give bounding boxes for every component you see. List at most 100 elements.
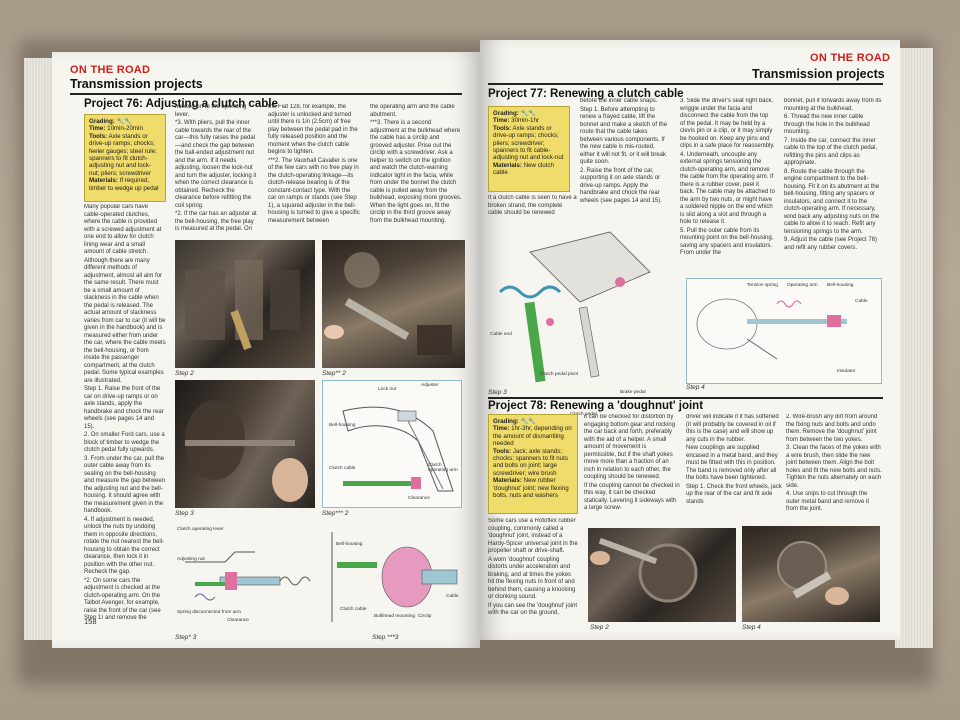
spanner-icons: 🔧🔧: [520, 110, 536, 117]
section-tag: ON THE ROAD: [810, 52, 891, 64]
p78-column-2: it can be checked for distortion by enga…: [584, 414, 680, 524]
label-clearance-2: Clearance: [227, 618, 249, 623]
label-clearance: Clearance: [408, 496, 430, 501]
project-76-title: Project 76: Adjusting a clutch cable: [84, 98, 278, 110]
caption-step3: Step 3: [175, 510, 194, 517]
p78-column-1: Some cars use a Rotoflex rubber coupling…: [488, 518, 578, 628]
tools-label: Tools:: [493, 124, 512, 132]
paragraph: the Fiat 128, for example, the adjuster …: [268, 104, 358, 155]
label-adjusting-nut: Adjusting nut: [177, 557, 205, 562]
label-circlip: Circlip: [418, 614, 432, 619]
tools-value: Axle stands or drive-up ramps; chocks; p…: [493, 124, 564, 162]
time-value: 1hr-3hr, depending on the amount of dism…: [493, 425, 572, 448]
paragraph: 3. Slide the driver's seat right back, w…: [680, 98, 775, 149]
paragraph: before the inner cable snaps.: [580, 98, 658, 104]
paragraph: ***3. There is a second adjustment at th…: [370, 120, 462, 224]
paragraph: *2. If the car has an adjuster at the be…: [175, 211, 257, 232]
materials-label: Materials:: [493, 477, 522, 485]
diagram-clutch-adjuster: Lock nut Adjuster Bell-housing Clutch ca…: [322, 380, 462, 508]
photo-step2-doughnut-joint: [588, 528, 736, 622]
paragraph: the operating arm and the cable abutment…: [370, 104, 455, 118]
label-clutch-cable-2: Clutch cable: [340, 607, 367, 612]
label-bulkhead-mounting: Bulkhead mounting: [374, 614, 416, 619]
caption-step4: Step 4: [686, 384, 705, 391]
label-bell-housing: Bell-housing: [329, 423, 356, 428]
time-label: Time:: [493, 425, 510, 433]
paragraph: 3. Clean the faces of the yokes with a w…: [786, 445, 882, 489]
paragraph: 5. Pull the outer cable from its mountin…: [680, 227, 774, 257]
paragraph: 2. On smaller Ford cars, use a block of …: [84, 432, 165, 453]
diagram-bulkhead-circlip: Bell-housing Clutch cable Bulkhead mount…: [322, 522, 462, 632]
caption-step3b: Step* 3: [175, 634, 197, 641]
paragraph: hooked on to the operating lever.: [175, 104, 247, 118]
paragraph: *2. On some cars the adjustment is check…: [84, 577, 161, 620]
section-title: Transmission projects: [70, 77, 203, 91]
p77-column-3: 3. Slide the driver's seat right back, w…: [680, 98, 775, 323]
materials-value: New rubber 'doughnut' joint; new flexing…: [493, 477, 569, 500]
spanner-icons: 🔧🔧: [520, 418, 536, 425]
materials-label: Materials:: [89, 177, 118, 185]
paragraph: driver will indicate if it has softened …: [686, 414, 779, 443]
paragraph: Many popular cars have cable-operated cl…: [84, 204, 162, 255]
paragraph: 4. Use snips to cut through the outer me…: [786, 491, 870, 512]
label-cable: Cable: [446, 594, 459, 599]
caption-step4-p78: Step 4: [742, 624, 761, 631]
tools-label: Tools:: [493, 447, 512, 455]
label-operating-arm: Operating arm: [787, 283, 818, 288]
label-clutch-operating-lever: Clutch operating lever: [177, 527, 224, 532]
paragraph: 2. Raise the front of the car, supportin…: [580, 167, 663, 204]
project-78-title: Project 78: Renewing a 'doughnut' joint: [488, 400, 704, 412]
paragraph: Step 1. Raise the front of the car on dr…: [84, 386, 164, 430]
paragraph: New couplings are supplied encased in a …: [686, 445, 778, 481]
grade-box-78: Grading: 🔧🔧 Time: 1hr-3hr, depending on …: [488, 414, 578, 514]
label-clutch-pedal-pivot: Clutch pedal pivot: [540, 372, 579, 377]
label-adjuster: Adjuster: [421, 383, 439, 388]
section-title: Transmission projects: [752, 67, 885, 81]
time-value: 30min-1hr: [511, 117, 539, 125]
paragraph: 2. Wire-brush any dirt from around the f…: [786, 414, 878, 443]
title-rule: [70, 93, 462, 95]
paragraph: it can be checked for distortion by enga…: [584, 414, 676, 480]
p78-column-3: driver will indicate if it has softened …: [686, 414, 782, 524]
paragraph: 9. Adjust the cable (see Project 76) and…: [784, 237, 878, 251]
section-tag: ON THE ROAD: [70, 64, 151, 76]
p77-column-2: before the inner cable snaps. Step 1. Be…: [580, 98, 670, 318]
label-spring: Spring disconnected from arm: [177, 610, 241, 615]
label-bell-housing-2: Bell-housing: [336, 542, 363, 547]
photo-step3-gearbox: [175, 380, 315, 508]
diagram-bell-housing-cable: Tension spring Operating arm Bell-housin…: [686, 278, 882, 384]
time-label: Time:: [493, 117, 510, 125]
page-number-right: 159: [865, 610, 878, 619]
label-clutch-cable: Clutch cable: [329, 466, 356, 471]
grading-label: Grading:: [493, 418, 519, 425]
label-cable-end: Cable end: [490, 332, 512, 337]
caption-step3: Step 3: [488, 389, 507, 396]
title-rule: [488, 83, 883, 85]
grade-box-76: Grading: 🔧🔧 Time: 10min-20min Tools: Axl…: [84, 114, 166, 202]
materials-value: New clutch cable: [493, 161, 554, 177]
p77-column-4: bonnet, pull it forwards away from its m…: [784, 98, 882, 323]
label-brake-pedal: Brake pedal: [620, 390, 646, 395]
time-label: Time:: [89, 125, 106, 133]
grading-label: Grading:: [493, 110, 519, 117]
paragraph: If the coupling cannot be checked in thi…: [584, 482, 680, 512]
time-value: 10min-20min: [107, 125, 143, 133]
photo-step2-pedals: [175, 240, 315, 368]
tools-value: Axle stands or drive-up ramps; chocks; f…: [89, 132, 157, 177]
left-page: ON THE ROAD Transmission projects Projec…: [52, 52, 480, 648]
photo-step2b-cable: [322, 240, 465, 368]
label-insulator: Insulator: [837, 369, 856, 374]
paragraph: *3. With pliers, pull the inner cable to…: [175, 120, 257, 209]
caption-step2: Step 2: [175, 370, 194, 377]
text-column-4: the operating arm and the cable abutment…: [370, 104, 462, 242]
materials-label: Materials:: [493, 161, 522, 169]
project-77-intro: If a clutch cable is seen to have a brok…: [488, 195, 577, 216]
label-lock-nut: Lock nut: [378, 387, 397, 392]
paragraph: 6. Thread the new inner cable through th…: [784, 114, 870, 135]
diagram-clutch-pedal-assembly: Cable end Clutch pedal pivot Brake pedal…: [490, 222, 678, 417]
paragraph: 4. If adjustment is needed, unlock the n…: [84, 516, 165, 576]
label-cable: Cable: [855, 299, 868, 304]
paragraph: If you can see the 'doughnut' joint with…: [488, 602, 578, 617]
spanner-icons: 🔧🔧: [116, 118, 132, 125]
caption-step2c: Step*** 2: [322, 510, 349, 517]
